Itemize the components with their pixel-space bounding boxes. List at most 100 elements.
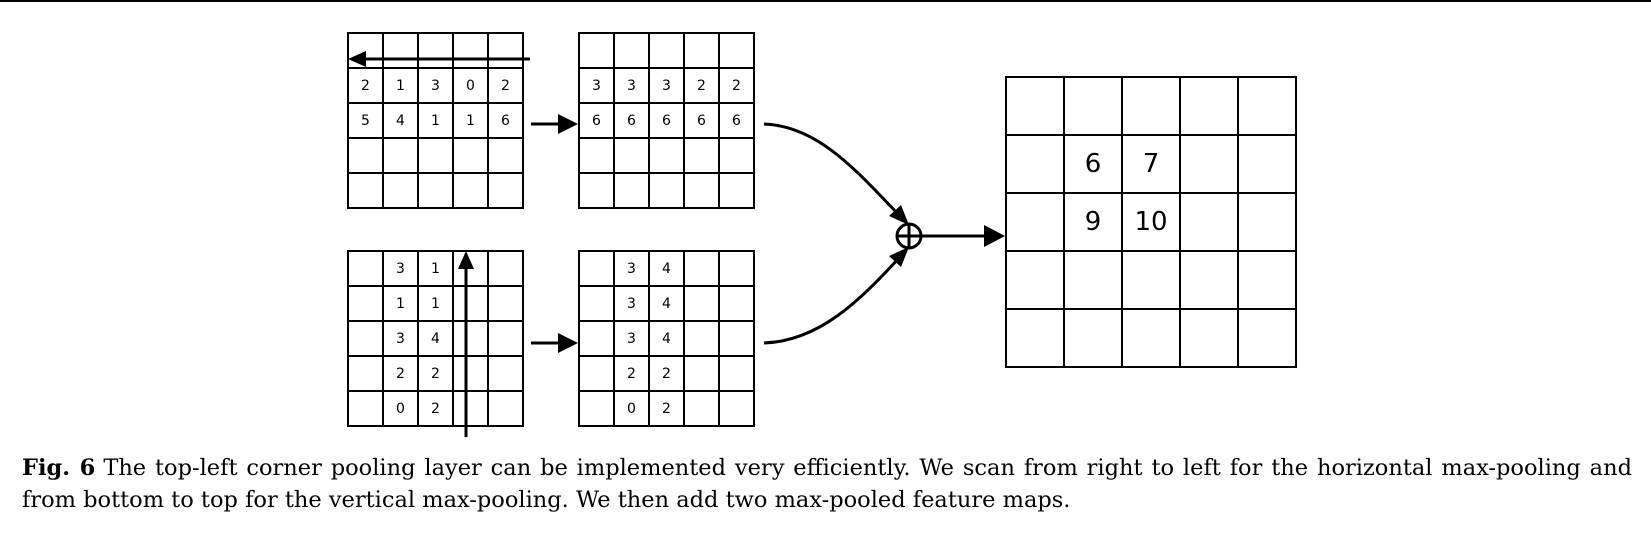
grid-row [347,172,524,209]
grid-cell [347,355,384,392]
grid-cell [417,172,454,209]
grid-cell [1005,76,1065,136]
grid-cell: 2 [613,355,650,392]
caption-text: The top-left corner pooling layer can be… [22,455,1632,513]
top-rule [0,0,1651,2]
grid-row [347,137,524,174]
grid-cell [382,172,419,209]
grid-cell [613,137,650,174]
grid-cell [382,32,419,69]
grid-cell: 4 [648,250,685,287]
grid-row [578,32,755,69]
top-curve-arrow [763,122,909,225]
grid-cell [718,390,755,427]
bottom-curve-arrow [763,247,909,345]
grid-cell: 9 [1063,192,1123,252]
grid-cell [613,32,650,69]
grid-cell: 4 [417,320,454,357]
grid-cell [452,32,489,69]
grid-cell [1237,192,1297,252]
grid-cell [487,390,524,427]
grid-cell [578,172,615,209]
grid-cell [718,32,755,69]
grid-cell: 1 [382,285,419,322]
grid-cell [347,250,384,287]
grid-cell [347,172,384,209]
grid-cell: 0 [452,67,489,104]
grid-cell [1237,308,1297,368]
vertical-pool-arrow [531,333,578,353]
grid-cell [1237,134,1297,194]
grid-cell: 1 [417,285,454,322]
grid-cell [1179,192,1239,252]
grid-cell [578,355,615,392]
sum-to-result-arrow [921,225,1005,247]
grid-cell [1005,308,1065,368]
grid-cell [1005,250,1065,310]
grid-cell [648,137,685,174]
grid-cell [578,390,615,427]
grid-cell: 2 [382,355,419,392]
grid-cell: 3 [382,250,419,287]
grid-cell [718,355,755,392]
grid-cell: 3 [578,67,615,104]
grid-cell: 4 [382,102,419,139]
grid-cell [718,137,755,174]
grid-cell [578,137,615,174]
grid-cell [1063,308,1123,368]
grid-cell [1179,134,1239,194]
grid-cell: 2 [718,67,755,104]
grid-cell [347,285,384,322]
grid-cell: 1 [417,102,454,139]
grid-cell [578,320,615,357]
grid-cell: 6 [613,102,650,139]
grid-cell: 6 [648,102,685,139]
grid-cell [487,172,524,209]
grid-cell: 6 [487,102,524,139]
grid-cell: 1 [382,67,419,104]
grid-cell [452,137,489,174]
grid-cell [1005,134,1065,194]
grid-cell [683,172,720,209]
grid-cell [452,320,489,357]
grid-cell [578,32,615,69]
grid-cell: 2 [648,390,685,427]
grid-cell [718,285,755,322]
grid-cell [452,172,489,209]
grid-cell [487,250,524,287]
grid-row [1005,308,1297,368]
grid-cell [578,285,615,322]
grid-cell [578,250,615,287]
grid-row [578,137,755,174]
grid-cell [718,172,755,209]
grid-cell [347,137,384,174]
grid-cell [487,137,524,174]
vertical-scan-arrow [458,251,474,437]
grid-cell [417,137,454,174]
grid-cell [1121,76,1181,136]
grid-cell [1121,308,1181,368]
grid-cell: 2 [487,67,524,104]
grid-cell: 6 [578,102,615,139]
grid-cell [1005,192,1065,252]
grid-cell: 2 [347,67,384,104]
grid-cell [1179,308,1239,368]
grid-cell [487,32,524,69]
grid-cell [1237,250,1297,310]
